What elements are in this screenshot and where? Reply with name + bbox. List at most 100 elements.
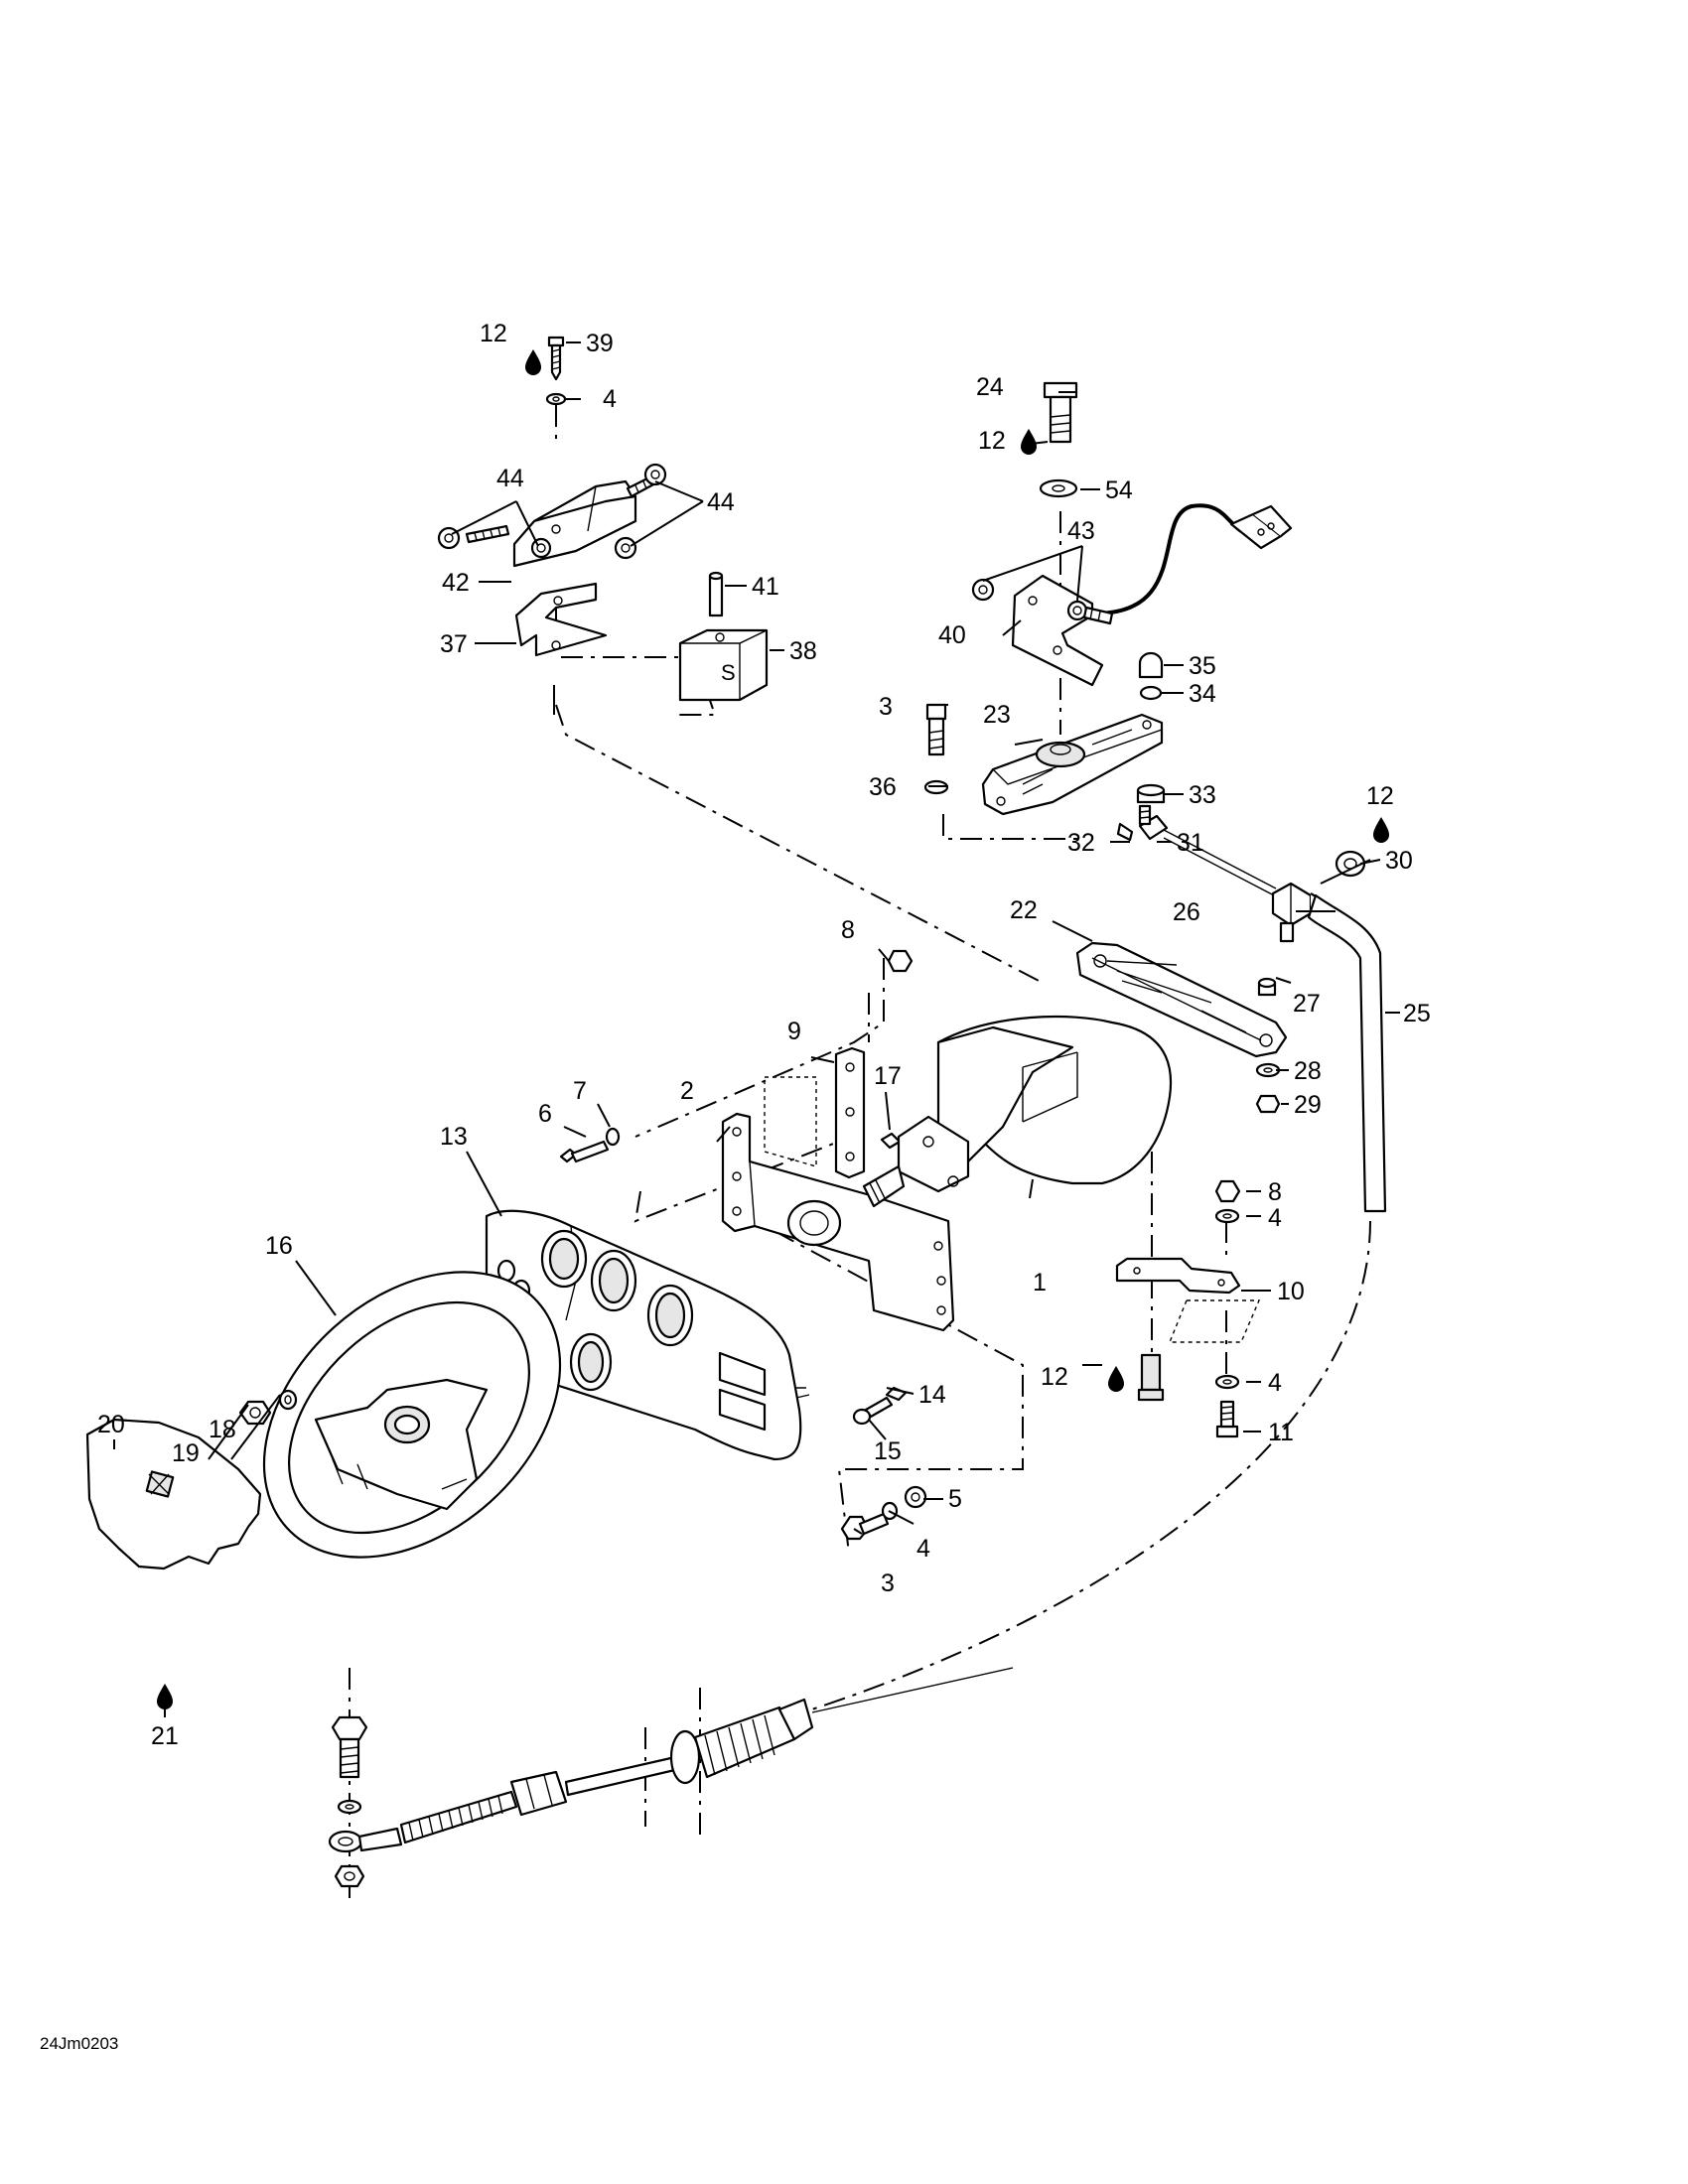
callout-20: 20 — [97, 1411, 125, 1438]
washer-4-right-bottom — [1214, 1374, 1240, 1390]
callout-4: 4 — [1268, 1204, 1282, 1232]
drop-icon — [525, 349, 541, 375]
bracket-37 — [514, 582, 608, 657]
screw-11 — [1215, 1400, 1239, 1438]
callout-14: 14 — [918, 1381, 946, 1409]
callout-4: 4 — [916, 1535, 930, 1563]
callout-27: 27 — [1293, 990, 1321, 1018]
callout-26: 26 — [1173, 898, 1200, 926]
washer-15 — [852, 1408, 872, 1426]
pin-41 — [708, 571, 724, 617]
callout-3: 3 — [881, 1570, 895, 1597]
drop-icons — [157, 349, 1389, 1709]
steering-arm-22 — [1075, 941, 1288, 1058]
callout-labels: 1 2 3 3 4 4 4 4 5 6 7 8 8 9 10 11 12 12 … — [97, 320, 1431, 1750]
nut-29 — [1255, 1094, 1281, 1114]
callout-44: 44 — [496, 465, 524, 492]
callout-12: 12 — [1041, 1363, 1068, 1391]
callout-24: 24 — [976, 373, 1004, 401]
nut-43-left — [971, 578, 995, 602]
screw-12-grey — [1137, 1353, 1165, 1402]
callout-12: 12 — [1366, 782, 1394, 810]
callout-29: 29 — [1294, 1091, 1322, 1119]
callout-32: 32 — [1067, 829, 1095, 857]
callout-21: 21 — [151, 1722, 179, 1750]
callout-12: 12 — [480, 320, 507, 347]
callout-25: 25 — [1403, 1000, 1431, 1027]
callout-19: 19 — [172, 1439, 200, 1467]
drop-icon — [1021, 429, 1037, 455]
steering-arm-assembly — [1075, 804, 1387, 1213]
block-stamp-letter: S — [721, 660, 736, 685]
callout-15: 15 — [874, 1437, 902, 1465]
steering-column-1 — [862, 1015, 1173, 1208]
callout-36: 36 — [869, 773, 897, 801]
bolt-3-top — [925, 703, 947, 756]
nut-8-lower — [1214, 1179, 1241, 1203]
key-17 — [880, 1132, 902, 1150]
callout-39: 39 — [586, 330, 614, 357]
callout-33: 33 — [1189, 781, 1216, 809]
callout-34: 34 — [1189, 680, 1216, 708]
steering-column-assembly — [559, 949, 1173, 1332]
bracket-2 — [721, 1112, 955, 1332]
washer-4-top — [545, 392, 567, 406]
tie-rod-cable-end — [328, 1667, 1014, 1888]
callout-4: 4 — [603, 385, 617, 413]
callout-11: 11 — [1268, 1419, 1294, 1446]
drop-icon — [157, 1684, 173, 1709]
bolt-24 — [1043, 381, 1078, 444]
cowl-bracket-assembly: S — [437, 336, 769, 702]
callout-10: 10 — [1277, 1278, 1305, 1305]
callout-41: 41 — [752, 573, 779, 601]
callout-37: 37 — [440, 630, 468, 658]
callout-31: 31 — [1177, 829, 1204, 857]
callout-54: 54 — [1105, 477, 1133, 504]
screw-39 — [547, 336, 565, 381]
washer-34 — [1139, 685, 1163, 701]
drop-icon — [1373, 817, 1389, 843]
washer-7 — [605, 1127, 621, 1147]
nut-8-top — [887, 949, 914, 973]
steering-cable-25 — [1307, 893, 1387, 1213]
callout-35: 35 — [1189, 652, 1216, 680]
callout-4: 4 — [1268, 1369, 1282, 1397]
bolt-3-lower — [840, 1512, 890, 1541]
callout-16: 16 — [265, 1232, 293, 1260]
washer-5 — [904, 1485, 927, 1509]
callout-3: 3 — [879, 693, 893, 721]
bracket-40 — [1011, 574, 1104, 687]
hub-cap-20 — [85, 1418, 262, 1570]
callout-43: 43 — [1067, 517, 1095, 545]
callout-13: 13 — [440, 1123, 468, 1151]
callout-8: 8 — [1268, 1178, 1282, 1206]
washer-54 — [1039, 478, 1078, 498]
mount-plate-23 — [981, 713, 1164, 816]
steering-mount-assembly — [923, 381, 1293, 816]
callout-17: 17 — [874, 1062, 902, 1090]
callout-7: 7 — [573, 1077, 587, 1105]
callout-8: 8 — [841, 916, 855, 944]
callout-40: 40 — [938, 621, 966, 649]
stud-44-group — [437, 463, 667, 560]
callout-9: 9 — [787, 1018, 801, 1045]
bracket-10 — [1115, 1257, 1261, 1343]
plate-9 — [834, 1046, 866, 1179]
drop-icon — [1108, 1366, 1124, 1392]
callout-28: 28 — [1294, 1057, 1322, 1085]
callout-12: 12 — [978, 427, 1006, 455]
steering-wheel-16 — [262, 1271, 562, 1559]
figure-reference: 24Jm0203 — [40, 2034, 118, 2053]
callout-5: 5 — [948, 1485, 962, 1513]
callout-42: 42 — [442, 569, 470, 597]
callout-30: 30 — [1385, 847, 1413, 875]
washer-28 — [1255, 1062, 1281, 1078]
tie-rod-end-31 — [1116, 804, 1277, 897]
callout-44: 44 — [707, 488, 735, 516]
screw-14 — [864, 1386, 908, 1419]
callout-2: 2 — [680, 1077, 694, 1105]
wire-harness-connector — [1091, 503, 1293, 616]
leader-lines — [113, 341, 1400, 1717]
callout-23: 23 — [983, 701, 1011, 729]
